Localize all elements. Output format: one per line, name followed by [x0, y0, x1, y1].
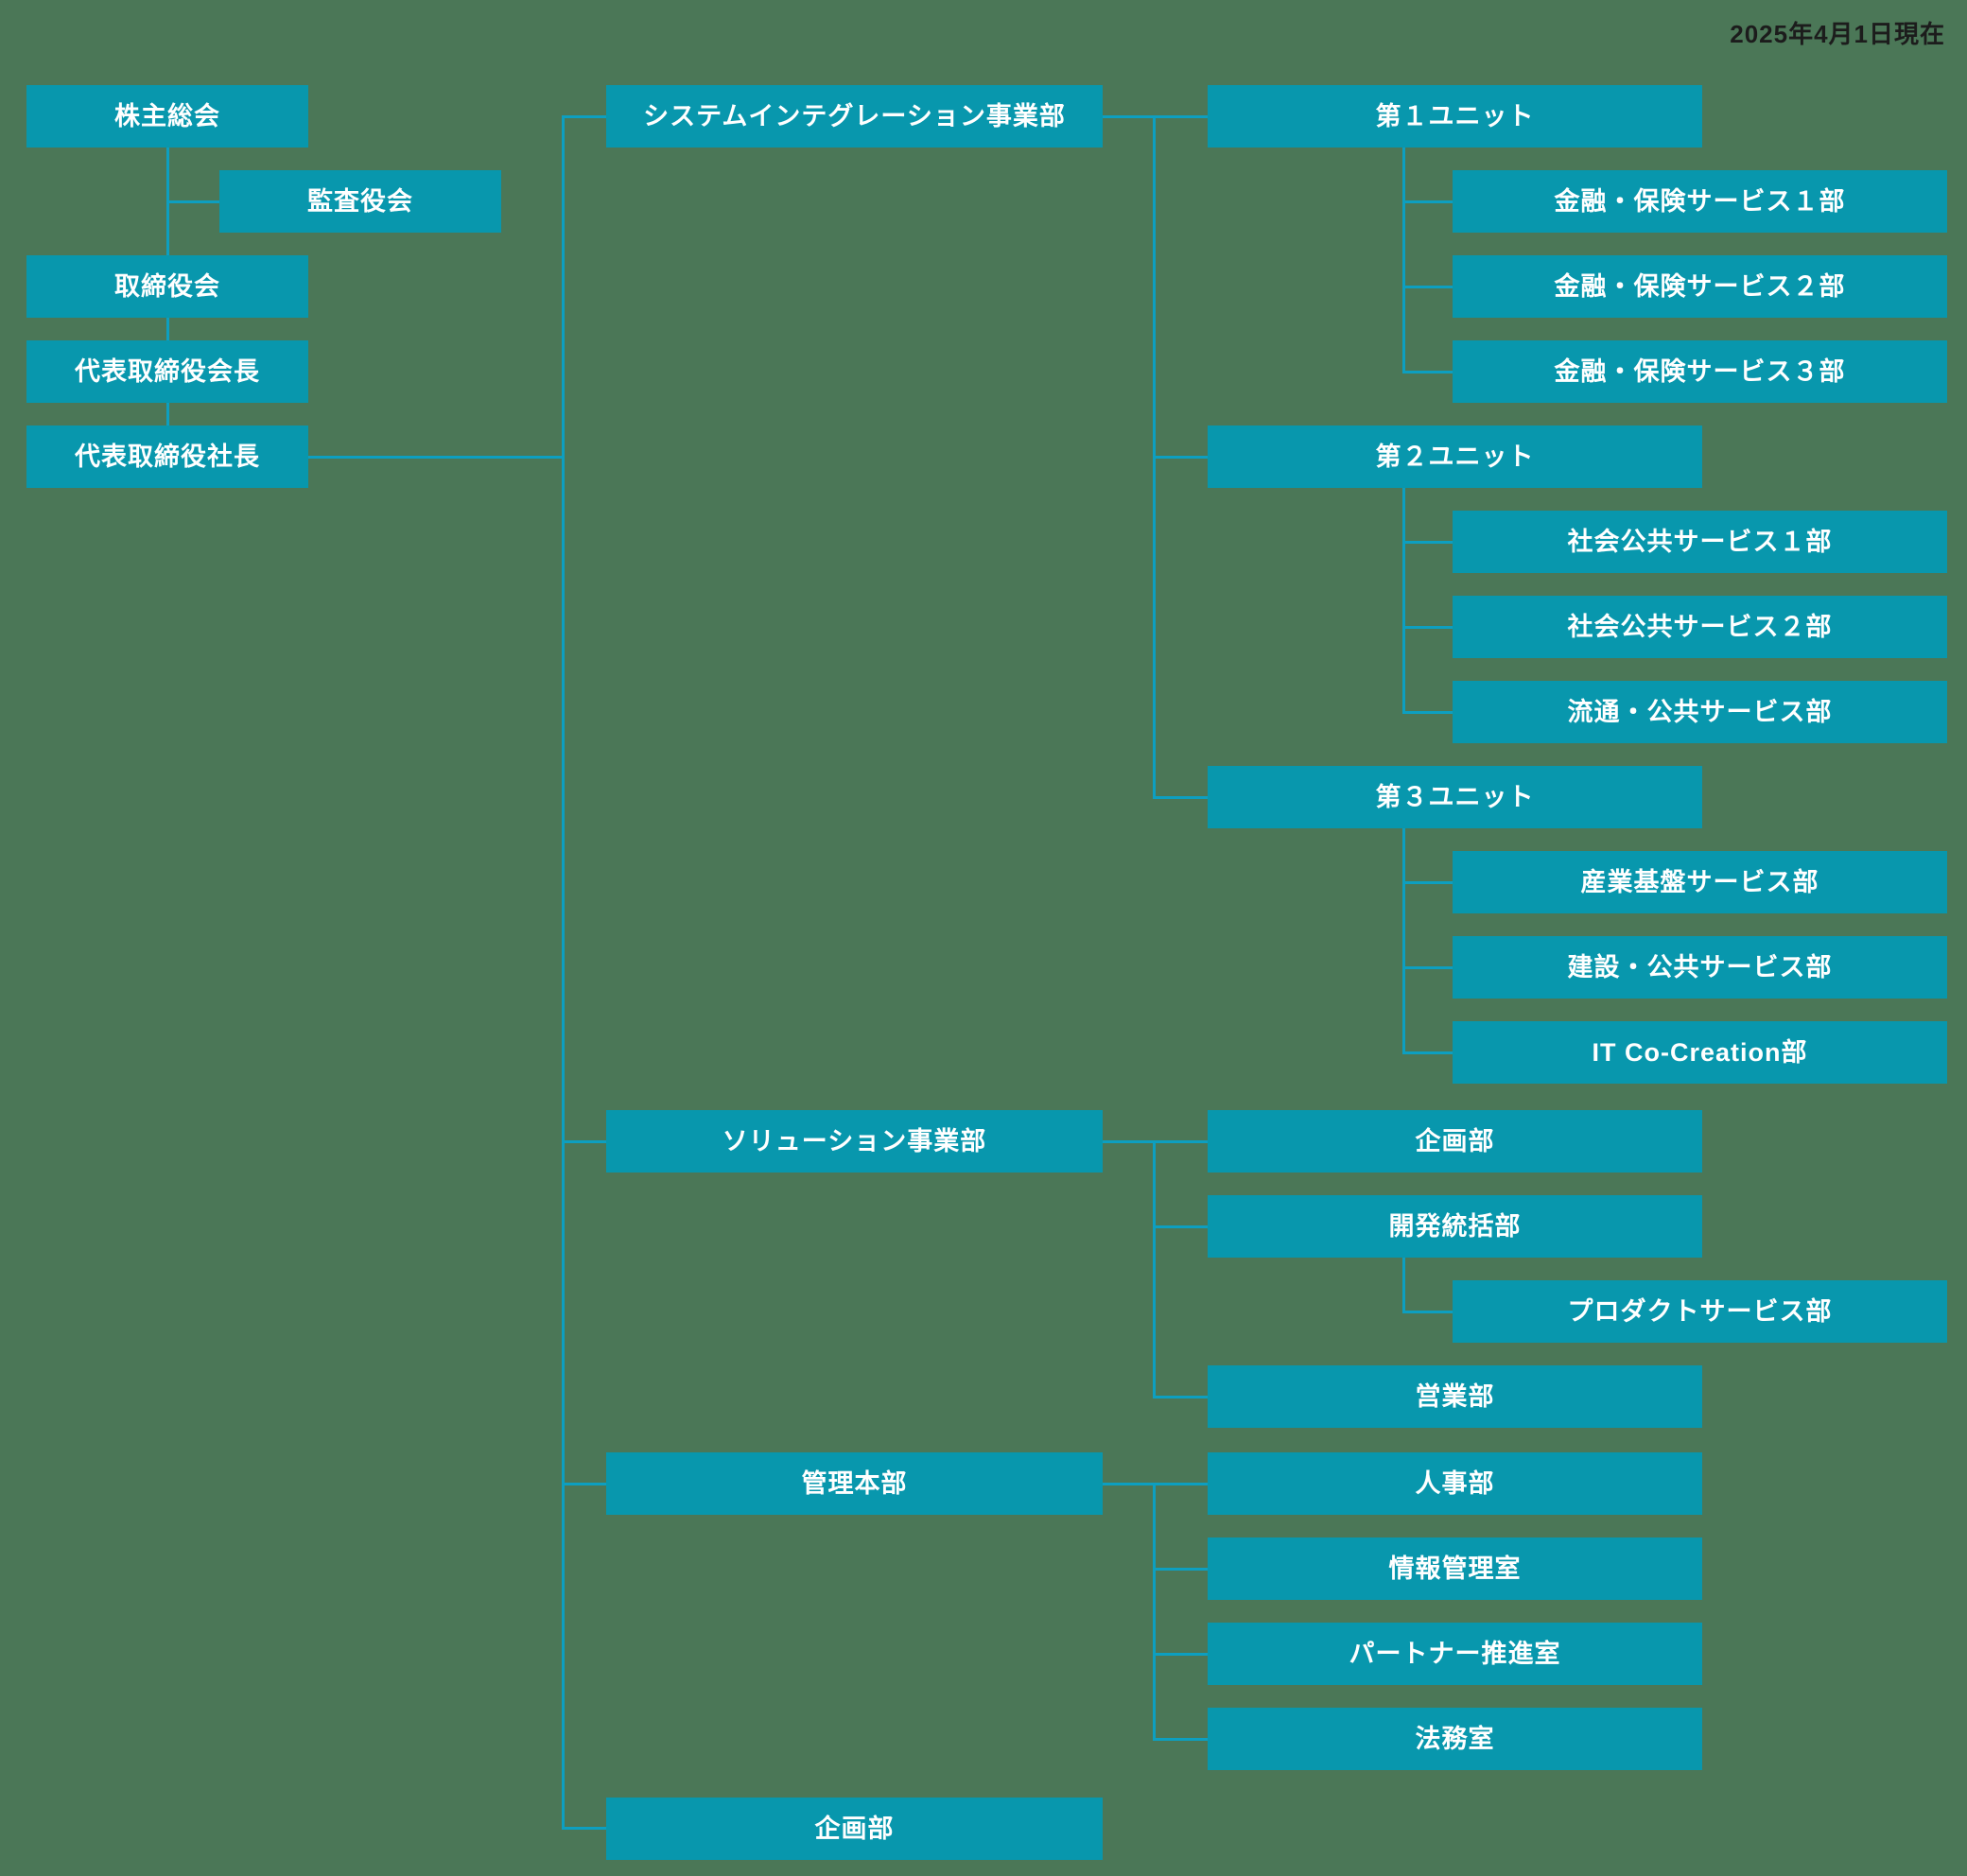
connector-line: [1402, 147, 1405, 373]
org-node-label: 流通・公共サービス部: [1567, 697, 1833, 726]
org-node-label: 情報管理室: [1388, 1554, 1522, 1583]
as-of-date-note: 2025年4月1日現在: [1730, 20, 1945, 48]
org-node-label: 金融・保険サービス１部: [1554, 186, 1846, 216]
org-node-label: 社会公共サービス１部: [1567, 527, 1833, 556]
connector-line: [1153, 1568, 1209, 1571]
connector-line: [562, 1483, 607, 1485]
connector-line: [562, 115, 607, 118]
org-node-administration-headquarters: 管理本部: [606, 1452, 1103, 1515]
org-node-social-public-service-dept-2: 社会公共サービス２部: [1453, 596, 1947, 658]
org-node-board-of-directors: 取締役会: [26, 255, 308, 318]
org-node-hr-dept: 人事部: [1208, 1452, 1702, 1515]
org-node-unit-3: 第３ユニット: [1208, 766, 1702, 828]
connector-line: [1402, 487, 1405, 713]
org-node-label: 法務室: [1415, 1724, 1495, 1753]
org-node-label: IT Co-Creation部: [1592, 1037, 1808, 1067]
connector-line: [1153, 796, 1209, 799]
org-node-label: プロダクトサービス部: [1567, 1296, 1833, 1326]
connector-line: [1153, 1483, 1156, 1740]
connector-line: [1153, 1140, 1156, 1398]
org-node-representative-director-chairman: 代表取締役会長: [26, 340, 308, 403]
connector-line: [166, 200, 220, 203]
org-node-representative-director-president: 代表取締役社長: [26, 426, 308, 488]
connector-line: [1153, 1653, 1209, 1656]
org-node-label: システムインテグレーション事業部: [643, 101, 1066, 130]
org-node-label: 代表取締役会長: [75, 356, 260, 386]
org-node-label: 金融・保険サービス３部: [1554, 356, 1846, 386]
org-node-label: 社会公共サービス２部: [1567, 612, 1833, 641]
org-node-system-integration-division: システムインテグレーション事業部: [606, 85, 1103, 148]
connector-line: [1402, 711, 1453, 714]
org-node-unit-2: 第２ユニット: [1208, 426, 1702, 488]
org-node-label: ソリューション事業部: [722, 1126, 987, 1155]
connector-line: [562, 1827, 607, 1830]
org-node-product-service-dept: プロダクトサービス部: [1453, 1280, 1947, 1343]
connector-line: [1402, 966, 1453, 969]
org-node-it-co-creation-dept: IT Co-Creation部: [1453, 1021, 1947, 1084]
connector-line: [1402, 827, 1405, 1053]
org-node-label: 企画部: [814, 1814, 895, 1843]
org-node-corporate-planning-dept: 企画部: [606, 1798, 1103, 1860]
org-node-label: 管理本部: [801, 1468, 908, 1498]
org-node-shareholders-meeting: 株主総会: [26, 85, 308, 148]
org-node-industrial-infrastructure-service-dept: 産業基盤サービス部: [1453, 851, 1947, 913]
org-node-unit-1: 第１ユニット: [1208, 85, 1702, 148]
connector-line: [1153, 1396, 1209, 1398]
org-node-distribution-public-service-dept: 流通・公共サービス部: [1453, 681, 1947, 743]
org-node-label: 開発統括部: [1388, 1211, 1522, 1241]
org-node-construction-public-service-dept: 建設・公共サービス部: [1453, 936, 1947, 999]
org-node-partner-promotion-office: パートナー推進室: [1208, 1623, 1702, 1685]
connector-line: [1402, 881, 1453, 884]
connector-line: [1153, 456, 1209, 459]
org-node-label: 人事部: [1415, 1468, 1495, 1498]
connector-line: [1153, 1738, 1209, 1741]
org-node-finance-insurance-service-dept-3: 金融・保険サービス３部: [1453, 340, 1947, 403]
connector-line: [1102, 115, 1209, 118]
connector-line: [1402, 371, 1453, 373]
org-node-label: 代表取締役社長: [75, 442, 260, 471]
org-node-label: 第２ユニット: [1375, 442, 1535, 471]
connector-line: [1402, 541, 1453, 544]
org-node-sales-dept: 営業部: [1208, 1365, 1702, 1428]
org-node-label: 金融・保険サービス２部: [1554, 271, 1846, 301]
connector-line: [562, 115, 565, 1829]
org-node-label: 株主総会: [114, 101, 220, 130]
org-node-label: 産業基盤サービス部: [1580, 867, 1819, 896]
connector-line: [562, 1140, 607, 1143]
connector-line: [307, 456, 564, 459]
org-node-social-public-service-dept-1: 社会公共サービス１部: [1453, 511, 1947, 573]
connector-line: [1402, 200, 1453, 203]
org-node-solution-division: ソリューション事業部: [606, 1110, 1103, 1172]
org-node-label: 企画部: [1415, 1126, 1495, 1155]
connector-line: [1402, 626, 1453, 629]
org-node-label: 第３ユニット: [1375, 782, 1535, 811]
org-node-label: 監査役会: [307, 186, 413, 216]
org-node-label: パートナー推進室: [1349, 1639, 1561, 1668]
connector-line: [1402, 1051, 1453, 1054]
org-node-finance-insurance-service-dept-1: 金融・保険サービス１部: [1453, 170, 1947, 233]
connector-line: [1102, 1483, 1209, 1485]
connector-line: [1402, 1311, 1453, 1313]
org-node-development-management-dept: 開発統括部: [1208, 1195, 1702, 1258]
org-node-label: 建設・公共サービス部: [1567, 952, 1833, 981]
connector-line: [1102, 1140, 1209, 1143]
org-node-finance-insurance-service-dept-2: 金融・保険サービス２部: [1453, 255, 1947, 318]
org-node-information-management-office: 情報管理室: [1208, 1537, 1702, 1600]
connector-line: [1402, 1257, 1405, 1312]
org-node-audit-committee: 監査役会: [219, 170, 501, 233]
connector-line: [1153, 1225, 1209, 1228]
org-node-label: 第１ユニット: [1375, 101, 1535, 130]
org-node-solution-planning-dept: 企画部: [1208, 1110, 1702, 1172]
org-node-legal-office: 法務室: [1208, 1708, 1702, 1770]
org-node-label: 取締役会: [114, 271, 220, 301]
connector-line: [1402, 286, 1453, 288]
org-node-label: 営業部: [1415, 1381, 1495, 1411]
